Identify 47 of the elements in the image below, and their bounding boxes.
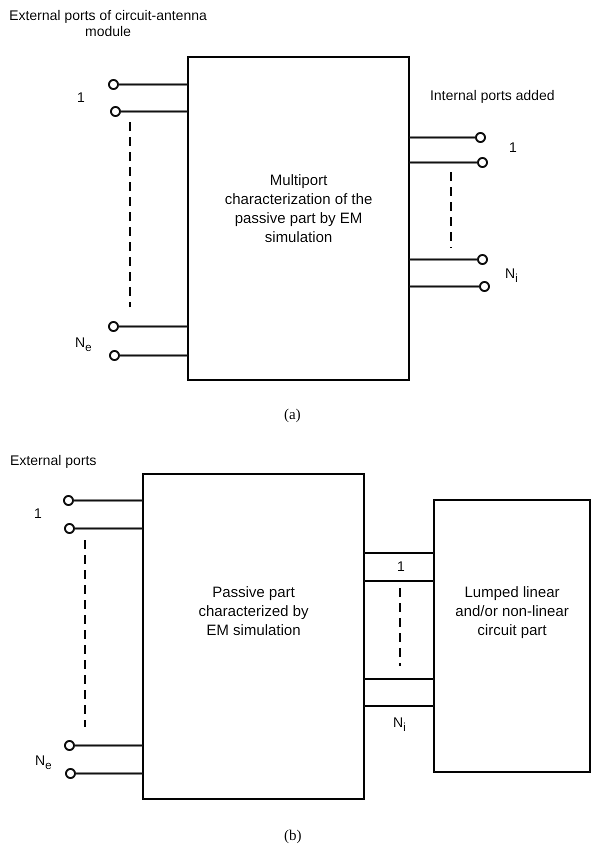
- port-label: N$_{i}$: [393, 714, 406, 736]
- port-terminal: [109, 350, 120, 361]
- port-label: Internal ports added: [430, 87, 555, 103]
- port-label: N$_{i}$: [505, 265, 518, 287]
- terminal-wire: [74, 500, 142, 502]
- terminal-wire: [121, 110, 187, 112]
- port-terminal: [64, 523, 75, 534]
- box-text: Passive part characterized by EM simulation: [197, 583, 310, 640]
- port-label: 1: [397, 558, 405, 574]
- port-label: 1: [77, 89, 85, 105]
- port-terminal: [64, 740, 75, 751]
- port-label: N$_{e}$: [75, 334, 92, 356]
- port-label: 1: [34, 505, 42, 521]
- port-terminal: [475, 132, 486, 143]
- port-terminal: [477, 157, 488, 168]
- terminal-wire: [410, 136, 475, 138]
- terminal-wire: [119, 326, 187, 328]
- terminal-wire: [365, 552, 433, 554]
- terminal-wire: [76, 772, 142, 774]
- panel-caption: (a): [284, 407, 301, 423]
- port-terminal: [110, 106, 121, 117]
- box-text: Lumped linear and/or non-linear circuit part: [454, 582, 570, 640]
- port-terminal: [108, 321, 119, 332]
- port-label: External ports of circuit-antenna module: [8, 7, 208, 39]
- port-label: N$_{e}$: [35, 752, 52, 774]
- terminal-wire: [410, 258, 477, 260]
- port-terminal: [477, 254, 488, 265]
- terminal-wire: [365, 678, 433, 680]
- port-terminal: [63, 495, 74, 506]
- port-label: External ports: [10, 452, 96, 468]
- process-box: [433, 499, 591, 773]
- terminal-wire: [365, 705, 433, 707]
- terminal-wire: [410, 286, 479, 288]
- terminal-wire: [75, 744, 142, 746]
- port-terminal: [479, 281, 490, 292]
- process-box: [187, 56, 410, 381]
- panel-caption: (b): [284, 828, 302, 844]
- terminal-wire: [119, 84, 187, 86]
- process-box: [142, 473, 365, 800]
- box-text: Multiport characterization of the passive part by EM simulation: [224, 170, 374, 246]
- port-terminal: [108, 79, 119, 90]
- terminal-wire: [365, 580, 433, 582]
- port-label: 1: [509, 139, 517, 155]
- terminal-wire: [75, 528, 142, 530]
- terminal-wire: [410, 162, 477, 164]
- terminal-wire: [120, 354, 187, 356]
- port-terminal: [65, 768, 76, 779]
